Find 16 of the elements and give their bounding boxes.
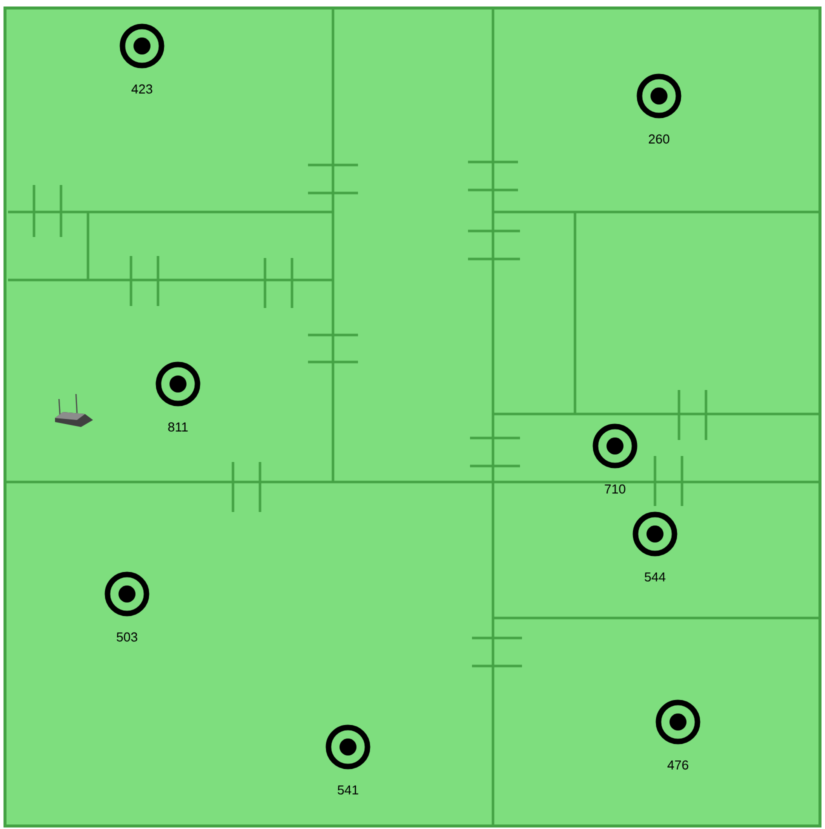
number-label: 476: [668, 760, 688, 770]
number-label: 503: [116, 632, 138, 642]
target-marker: [636, 74, 682, 118]
target-marker: [156, 362, 200, 406]
target-marker: [120, 24, 164, 68]
number-label: 710: [604, 484, 626, 494]
target-marker: [326, 724, 370, 770]
target-marker: [592, 424, 638, 468]
target-marker: [656, 700, 700, 744]
number-label: 541: [338, 786, 358, 795]
target-marker: [632, 512, 678, 556]
number-label: 423: [132, 84, 152, 94]
number-label: 260: [648, 134, 670, 144]
number-label: 811: [168, 422, 188, 432]
number-label: 544: [644, 572, 666, 582]
target-marker: [104, 572, 150, 616]
